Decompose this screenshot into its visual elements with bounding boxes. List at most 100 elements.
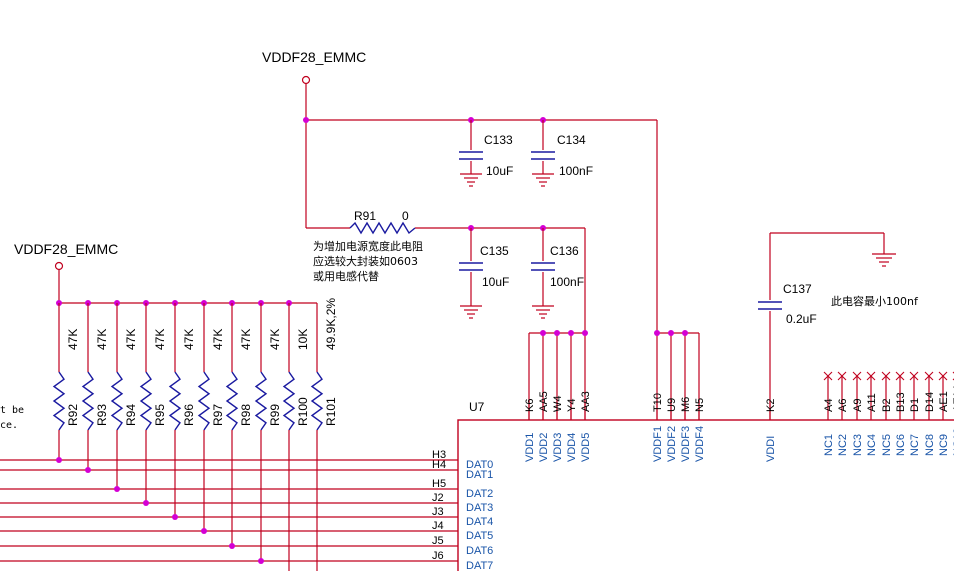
c137-value: 0.2uF: [786, 312, 817, 326]
pullup-value: 49.9K,2%: [324, 298, 338, 350]
u7-pin-name-nc: NC2: [837, 434, 849, 456]
u7-pin-name-left: DAT7: [466, 560, 493, 571]
capacitor-c137: C137 0.2uF 此电容最小100nf: [758, 232, 919, 420]
u7-ball-nc: B13: [895, 392, 907, 412]
pullup-value: 47K: [95, 329, 109, 350]
junction-dot: [229, 543, 235, 549]
c137-note: 此电容最小100nf: [831, 294, 919, 308]
u7-ball-top: K2: [765, 399, 777, 412]
u7-ball-left: H3: [432, 449, 446, 461]
pullup-r101: 49.9K,2%R101: [310, 298, 338, 431]
c133-value: 10uF: [486, 164, 513, 178]
u7-ref: U7: [469, 400, 485, 414]
u7-ball-nc: A11: [866, 393, 878, 412]
u7-pin-name-left: DAT6: [466, 545, 493, 557]
u7-ball-nc: A4: [823, 399, 835, 412]
r91-note-3: 或用电感代替: [313, 269, 379, 283]
u7-ball-nc: AE1: [938, 391, 950, 412]
junction-dot: [143, 500, 149, 506]
ic-u7: U7: [457, 400, 954, 571]
r91-note-1: 为增加电源宽度此电阻: [313, 239, 423, 253]
u7-pin-name-top: VDD5: [580, 433, 592, 462]
u7-ball-nc: AE14: [952, 385, 954, 412]
u7-pin-name-nc: NC5: [881, 434, 893, 456]
left-note-2: ce.: [0, 420, 18, 431]
pullup-r97: 47K R97: [197, 303, 225, 431]
u7-ball-left: J3: [432, 506, 444, 518]
u7-pin-name-left: DAT4: [466, 516, 493, 528]
u7-pin-name-left: DAT5: [466, 530, 493, 542]
u7-ball-top: T10: [652, 393, 664, 412]
u7-ball-top: AA5: [538, 391, 550, 412]
u7-ball-top: K6: [524, 399, 536, 412]
c135-ref: C135: [480, 244, 509, 258]
u7-pin-name-top: VDD4: [566, 433, 578, 462]
u7-pin-name-top: VDDF1: [652, 426, 664, 462]
u7-pin-name-top: VDD2: [538, 433, 550, 462]
pullup-value: 47K: [211, 329, 225, 350]
u7-pin-name-nc: NC3: [852, 434, 864, 456]
u7-ball-nc: B2: [881, 399, 893, 412]
u7-pin-name-top: VDD1: [524, 433, 536, 462]
u7-ball-nc: A9: [852, 399, 864, 412]
u7-ball-left: J6: [432, 550, 444, 562]
junction-dot: [258, 558, 264, 564]
u7-pin-name-top: VDDF2: [666, 426, 678, 462]
u7-ball-top: M6: [680, 397, 692, 412]
pullup-r100: 10K R100: [282, 303, 310, 431]
data-signal-lines: H3DAT0H4DAT1H5DAT2J2DAT3J3DAT4J4DAT5J5DA…: [0, 430, 493, 571]
c133-ref: C133: [484, 133, 513, 147]
junction-dot: [172, 514, 178, 520]
u7-pin-name-left: DAT1: [466, 469, 493, 481]
left-note-1: t be: [0, 405, 24, 416]
u7-pins: K6VDD1AA5VDD2W4VDD3Y4VDD4AA3VDD5T10VDDF1…: [524, 371, 954, 462]
u7-pin-name-top: VDD3: [552, 433, 564, 462]
resistor-r91: R91 0 为增加电源宽度此电阻 应选较大封装如0603 或用电感代替: [313, 209, 423, 283]
junction-dot: [201, 528, 207, 534]
pullup-resistors: 47KR9247KR9347KR9447KR9547KR9647KR9747KR…: [52, 298, 338, 431]
u7-pin-name-nc: NC1: [823, 434, 835, 456]
pullup-r92: 47K R92: [52, 303, 80, 431]
pullup-ref: R100: [296, 397, 310, 426]
pullup-ref: R97: [211, 404, 225, 426]
u7-pin-name-left: DAT3: [466, 502, 493, 514]
capacitor-c133: C133 10uF: [459, 120, 513, 187]
c134-value: 100nF: [559, 164, 593, 178]
pullup-ref: R96: [182, 404, 196, 426]
u7-ball-left: H5: [432, 478, 446, 490]
pullup-value: 10K: [296, 329, 310, 350]
pullup-ref: R92: [66, 404, 80, 426]
c136-ref: C136: [550, 244, 579, 258]
u7-ball-left: J5: [432, 535, 444, 547]
junction-dot: [85, 467, 91, 473]
pullup-ref: R98: [239, 404, 253, 426]
c135-value: 10uF: [482, 275, 509, 289]
r91-ref: R91: [354, 209, 376, 223]
u7-ball-top: AA3: [580, 391, 592, 412]
c136-value: 100nF: [550, 275, 584, 289]
r91-note-2: 应选较大封装如0603: [313, 254, 418, 268]
power-label-left: VDDF28_EMMC: [14, 241, 118, 257]
power-net-top: VDDF28_EMMC: [262, 49, 658, 333]
u7-pin-name-nc: NC10: [952, 428, 954, 456]
power-net-left: VDDF28_EMMC: [14, 241, 317, 306]
u7-pin-name-left: DAT0: [466, 459, 493, 471]
u7-ball-top: N5: [694, 398, 706, 412]
u7-ball-left: J2: [432, 492, 444, 504]
u7-ball-top: U9: [666, 398, 678, 412]
u7-pin-name-nc: NC8: [924, 434, 936, 456]
u7-pin-name-top: VDDF3: [680, 426, 692, 462]
pullup-value: 47K: [66, 329, 80, 350]
u7-ball-left: H4: [432, 459, 446, 471]
c134-ref: C134: [557, 133, 586, 147]
pullup-ref: R95: [153, 404, 167, 426]
u7-ball-nc: D14: [924, 392, 936, 412]
u7-ball-nc: A6: [837, 399, 849, 412]
pullup-value: 47K: [268, 329, 282, 350]
